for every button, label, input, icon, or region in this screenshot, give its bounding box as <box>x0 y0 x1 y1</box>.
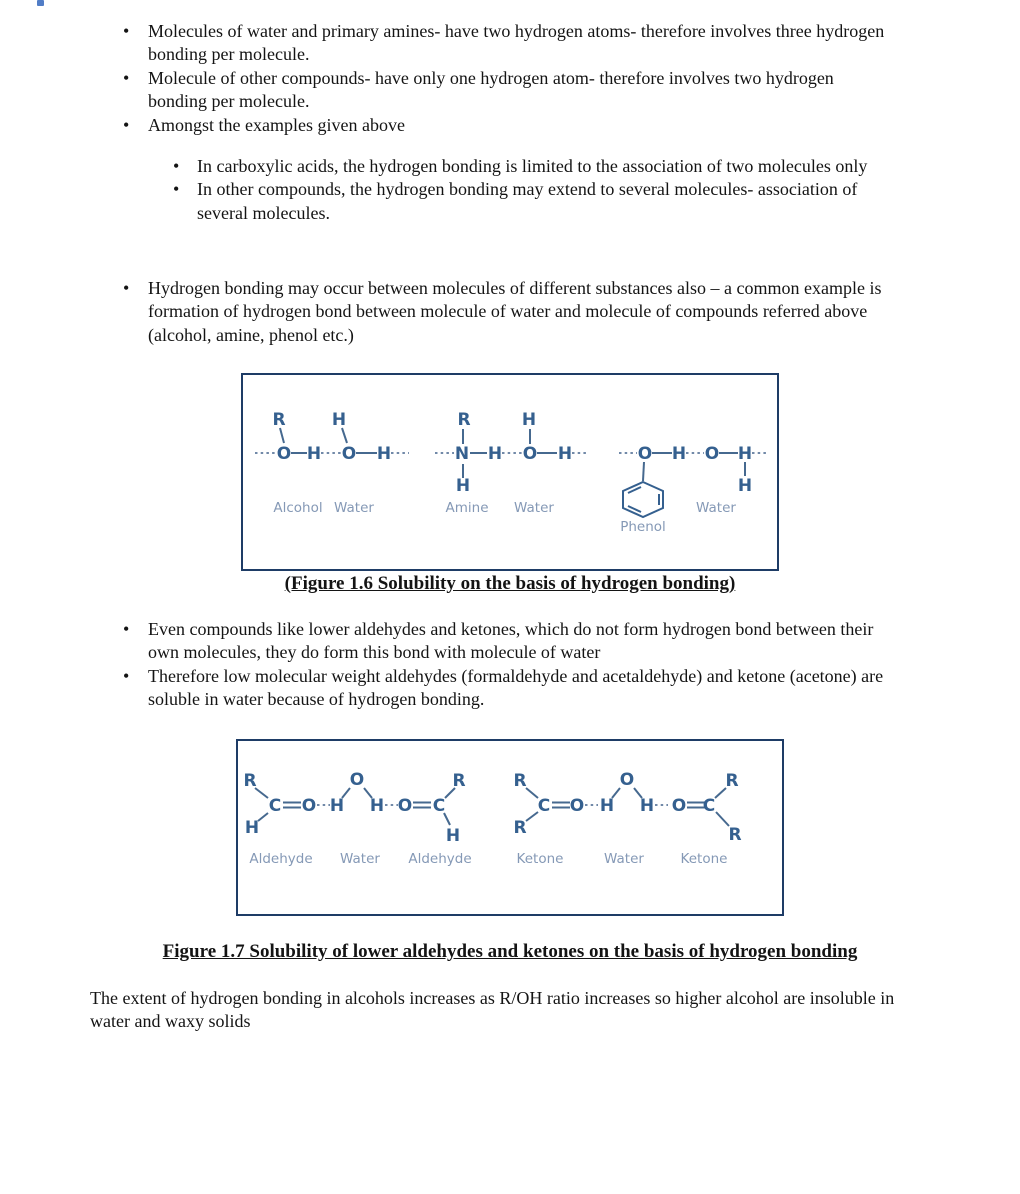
bond <box>633 787 643 799</box>
atom-r: R <box>243 771 256 791</box>
page-top-artifact <box>37 0 44 6</box>
atom-o: O <box>523 444 537 464</box>
atom-o: O <box>638 444 652 464</box>
figure-1-6-diagram: R H O H O H Alcohol Water R H <box>255 410 767 535</box>
figure-1-6-caption: (Figure 1.6 Solubility on the basis of h… <box>284 573 736 594</box>
molecule-label: Aldehyde <box>408 851 471 867</box>
bond <box>642 461 645 482</box>
atom-h: H <box>332 410 346 430</box>
bond <box>257 812 269 822</box>
atom-h: H <box>456 476 470 496</box>
atom-c: C <box>269 796 281 816</box>
atom-c: C <box>703 796 715 816</box>
bond <box>279 427 285 444</box>
bullet-list-secondary: In carboxylic acids, the hydrogen bondin… <box>172 155 907 225</box>
atom-o: O <box>620 770 634 790</box>
molecule-label: Water <box>340 851 380 867</box>
bullet-item: In other compounds, the hydrogen bonding… <box>172 178 907 225</box>
atom-h: H <box>600 796 614 816</box>
bond <box>714 787 727 799</box>
molecule-label: Water <box>514 500 554 516</box>
bond <box>443 812 451 826</box>
figure-1-6: R H O H O H Alcohol Water R H <box>241 373 779 571</box>
atom-o: O <box>277 444 291 464</box>
atom-o: O <box>302 796 316 816</box>
molecule-label: Ketone <box>517 851 564 867</box>
bond <box>525 787 539 799</box>
atom-o: O <box>398 796 412 816</box>
molecule-label: Water <box>334 500 374 516</box>
bullet-item: Molecules of water and primary amines- h… <box>122 20 894 67</box>
atom-h: H <box>446 826 460 846</box>
bullet-item: Even compounds like lower aldehydes and … <box>122 618 894 665</box>
bullet-item: In carboxylic acids, the hydrogen bondin… <box>172 155 907 179</box>
bond <box>363 787 373 799</box>
atom-r: R <box>728 825 741 845</box>
atom-r: R <box>725 771 738 791</box>
benzene-ring <box>622 480 664 519</box>
bullet-item: Therefore low molecular weight aldehydes… <box>122 665 894 712</box>
atom-o: O <box>342 444 356 464</box>
ketone-water-ketone-group: R R C O H O H O C R R Ketone Water Keton… <box>513 770 741 867</box>
bullet-item: Amongst the examples given above <box>122 114 894 138</box>
bond <box>254 787 269 799</box>
molecule-label: Ketone <box>681 851 728 867</box>
closing-paragraph: The extent of hydrogen bonding in alcoho… <box>90 988 895 1032</box>
atom-r: R <box>272 410 285 430</box>
atom-h: H <box>672 444 686 464</box>
molecule-label: Water <box>604 851 644 867</box>
phenol-water-group: O H O H H Phenol Water <box>619 444 767 535</box>
amine-water-group: R H N H O H H Amine Water <box>435 410 586 516</box>
bullet-list-aldehydes: Even compounds like lower aldehydes and … <box>122 618 894 712</box>
bond <box>715 811 730 827</box>
figure-1-7-diagram: R H C O H O H O C R H Aldehyde Water Ald… <box>243 770 741 867</box>
bond <box>444 787 456 799</box>
bond <box>341 427 348 444</box>
molecule-label: Aldehyde <box>249 851 312 867</box>
molecule-label: Amine <box>446 500 489 516</box>
bullet-item: Hydrogen bonding may occur between molec… <box>122 277 894 347</box>
molecule-label: Water <box>696 500 736 516</box>
atom-c: C <box>538 796 550 816</box>
atom-h: H <box>640 796 654 816</box>
atom-h: H <box>558 444 572 464</box>
atom-n: N <box>455 444 469 464</box>
bond <box>341 787 351 799</box>
molecule-label: Alcohol <box>273 500 322 516</box>
atom-r: R <box>513 771 526 791</box>
atom-h: H <box>738 476 752 496</box>
atom-o: O <box>350 770 364 790</box>
bullet-list-different-substances: Hydrogen bonding may occur between molec… <box>122 277 894 347</box>
figure-1-7-caption: Figure 1.7 Solubility of lower aldehydes… <box>162 941 858 962</box>
bullet-list-primary: Molecules of water and primary amines- h… <box>122 20 894 137</box>
atom-h: H <box>377 444 391 464</box>
bond <box>611 787 621 799</box>
atom-h: H <box>245 818 259 838</box>
figure-1-7: R H C O H O H O C R H Aldehyde Water Ald… <box>236 739 784 916</box>
atom-h: H <box>738 444 752 464</box>
alcohol-water-group: R H O H O H Alcohol Water <box>255 410 409 516</box>
atom-r: R <box>452 771 465 791</box>
atom-h: H <box>370 796 384 816</box>
atom-h: H <box>522 410 536 430</box>
bullet-item: Molecule of other compounds- have only o… <box>122 67 894 114</box>
aldehyde-water-aldehyde-group: R H C O H O H O C R H Aldehyde Water Ald… <box>243 770 471 867</box>
atom-r: R <box>457 410 470 430</box>
atom-r: R <box>513 818 526 838</box>
benzene-inner-bond <box>627 486 642 494</box>
bond <box>525 811 539 822</box>
atom-o: O <box>705 444 719 464</box>
atom-h: H <box>488 444 502 464</box>
benzene-inner-bond <box>627 505 642 513</box>
atom-o: O <box>672 796 686 816</box>
atom-h: H <box>330 796 344 816</box>
atom-c: C <box>433 796 445 816</box>
atom-h: H <box>307 444 321 464</box>
atom-o: O <box>570 796 584 816</box>
molecule-label: Phenol <box>620 519 666 535</box>
